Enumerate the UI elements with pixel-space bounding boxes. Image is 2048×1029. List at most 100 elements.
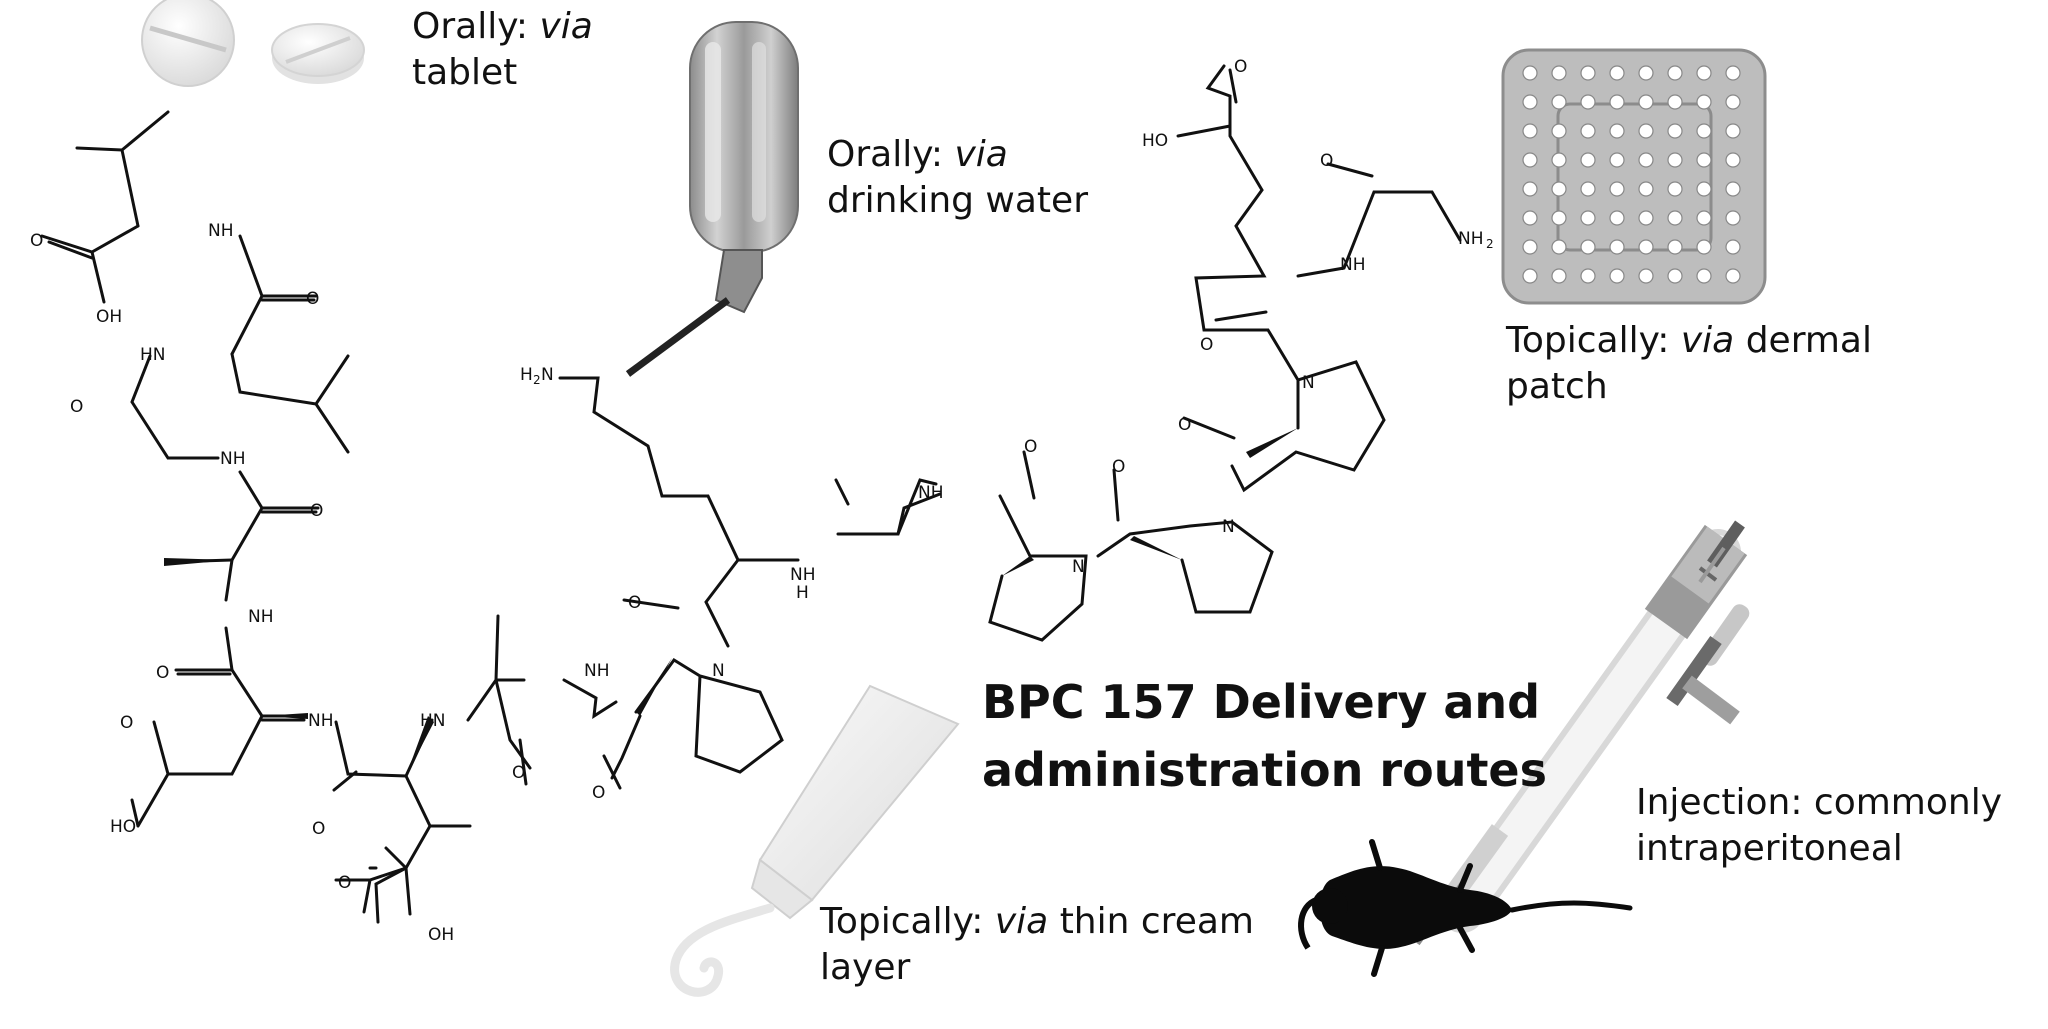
patch-perforation xyxy=(1609,65,1625,81)
syringe-mouse-icon xyxy=(1298,520,1750,977)
patch-perforation xyxy=(1609,181,1625,197)
patch-perforation xyxy=(1522,94,1538,110)
patch-perforation xyxy=(1522,65,1538,81)
patch-perforation xyxy=(1667,268,1683,284)
patch-perforation xyxy=(1638,239,1654,255)
atom-nh2: NH xyxy=(1458,229,1484,249)
patch-perforation xyxy=(1580,123,1596,139)
patch-perforation xyxy=(1551,210,1567,226)
route-rest: dermal xyxy=(1734,320,1872,361)
atom-o: O xyxy=(512,763,525,783)
patch-perforation xyxy=(1609,94,1625,110)
atom-o: O xyxy=(1200,335,1213,355)
patch-perforation xyxy=(1725,123,1741,139)
route-detail: layer xyxy=(820,947,911,988)
patch-perforation xyxy=(1580,152,1596,168)
patch-perforation xyxy=(1696,210,1712,226)
route-emphasis: via xyxy=(994,901,1049,942)
atom-sub: 2 xyxy=(533,373,541,387)
atom-n: N xyxy=(712,661,725,681)
patch-perforation xyxy=(1638,152,1654,168)
patch-perforation xyxy=(1522,268,1538,284)
patch-perforation xyxy=(1725,181,1741,197)
patch-perforation xyxy=(1522,123,1538,139)
atom-nh: NH xyxy=(1340,255,1366,275)
patch-perforation xyxy=(1580,239,1596,255)
patch-perforation xyxy=(1725,210,1741,226)
patch-perforation xyxy=(1580,268,1596,284)
atom-nh: NH xyxy=(918,483,944,503)
route-emphasis: via xyxy=(539,6,593,47)
patch-perforation xyxy=(1609,239,1625,255)
atom-o: O xyxy=(1234,57,1247,77)
atom-o: O xyxy=(1178,415,1191,435)
structure-atom-labels: O OH NH O HN O NH O NH O NH HN NH O HO O… xyxy=(30,57,1494,945)
atom-h: H xyxy=(796,583,809,603)
route-label-injection: Injection: commonly intraperitoneal xyxy=(1636,780,2002,872)
atom-o: O xyxy=(306,289,319,309)
atom-o: O xyxy=(628,593,641,613)
title-line-1: BPC 157 Delivery and xyxy=(982,675,1541,729)
dermal-patch-icon xyxy=(1501,48,1767,305)
atom-nh: NH xyxy=(248,607,274,627)
route-prefix: Orally: xyxy=(412,6,540,47)
atom-n: N xyxy=(541,365,554,385)
tablet-icon xyxy=(141,0,365,87)
patch-perforation xyxy=(1580,210,1596,226)
atom-hn: HN xyxy=(420,711,446,731)
patch-perforation xyxy=(1638,94,1654,110)
atom-h: H xyxy=(520,365,533,385)
atom-o: O xyxy=(70,397,83,417)
patch-perforation xyxy=(1609,268,1625,284)
atom-oh: OH xyxy=(428,925,454,945)
atom-nh: NH xyxy=(308,711,334,731)
patch-perforation xyxy=(1638,65,1654,81)
patch-perforation xyxy=(1725,152,1741,168)
patch-perforation xyxy=(1551,181,1567,197)
route-detail: intraperitoneal xyxy=(1636,828,1903,869)
cream-tube-icon xyxy=(670,684,960,997)
atom-ho: HO xyxy=(110,817,136,837)
atom-o: O xyxy=(1024,437,1037,457)
patch-perforation xyxy=(1667,123,1683,139)
patch-perforation xyxy=(1696,239,1712,255)
patch-perforation xyxy=(1522,239,1538,255)
atom-nh: NH xyxy=(220,449,246,469)
patch-perforation xyxy=(1551,94,1567,110)
atom-o: O xyxy=(30,231,43,251)
route-prefix: Orally: xyxy=(827,134,955,175)
patch-perforation xyxy=(1551,123,1567,139)
atom-n: N xyxy=(1072,557,1085,577)
atom-nh: NH xyxy=(208,221,234,241)
route-emphasis: via xyxy=(1680,320,1735,361)
atom-ho: HO xyxy=(1142,131,1168,151)
atom-o: O xyxy=(338,873,351,893)
patch-perforation xyxy=(1580,65,1596,81)
atom-o: O xyxy=(120,713,133,733)
atom-hn: HN xyxy=(140,345,166,365)
patch-perforation xyxy=(1522,152,1538,168)
patch-perforation xyxy=(1580,94,1596,110)
atom-o: O xyxy=(156,663,169,683)
route-label-tablet: Orally: via tablet xyxy=(412,4,593,96)
route-detail: patch xyxy=(1506,366,1608,407)
figure-title: BPC 157 Delivery and administration rout… xyxy=(982,668,1547,804)
structure-wedges xyxy=(164,428,1298,776)
atom-o: O xyxy=(310,501,323,521)
patch-perforation xyxy=(1580,181,1596,197)
atom-nh: NH xyxy=(584,661,610,681)
patch-perforation xyxy=(1609,152,1625,168)
patch-perforation xyxy=(1696,181,1712,197)
patch-perforation xyxy=(1667,239,1683,255)
atom-o: O xyxy=(1112,457,1125,477)
patch-perforation xyxy=(1638,123,1654,139)
patch-perforation xyxy=(1638,268,1654,284)
patch-perforation xyxy=(1696,268,1712,284)
atom-n: N xyxy=(1302,373,1315,393)
patch-perforation xyxy=(1551,268,1567,284)
route-prefix: Topically: xyxy=(1506,320,1681,361)
atom-o: O xyxy=(592,783,605,803)
patch-perforation xyxy=(1696,152,1712,168)
